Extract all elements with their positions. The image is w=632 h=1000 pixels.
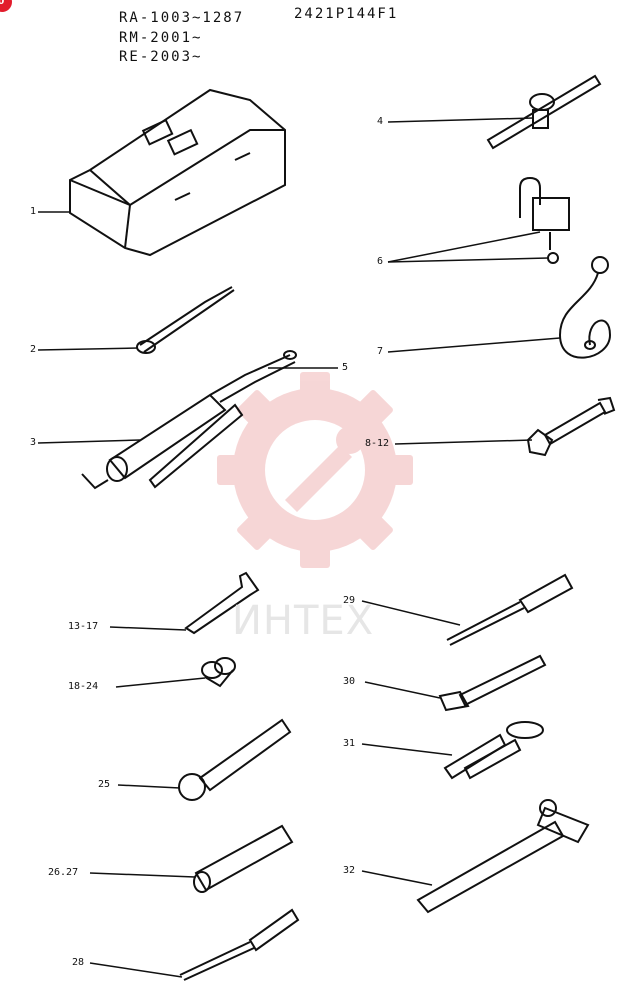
callout-6: 6 (377, 256, 384, 267)
callout-26-27: 26.27 (48, 867, 79, 878)
tool-26-27-extension (193, 824, 294, 893)
tool-4-t-wrench (486, 74, 602, 150)
model-range-2: RM-2001~ (119, 30, 203, 46)
tool-29-screwdriver (446, 573, 574, 646)
callout-1: 1 (30, 206, 37, 217)
callout-4: 4 (377, 116, 384, 127)
tool-8-12-wrench (526, 396, 616, 457)
tool-25-ratchet (178, 718, 292, 801)
tool-13-17-hex-key (184, 571, 260, 635)
toolbox (69, 88, 286, 257)
tool-18-24-socket (201, 657, 236, 688)
diagram-code: 2421P144F1 (294, 6, 399, 22)
callout-8-12: 8-12 (365, 438, 390, 449)
callout-25: 25 (98, 779, 111, 790)
callout-3: 3 (30, 437, 37, 448)
corner-badge: 0 (0, 0, 12, 12)
callout-29: 29 (343, 595, 356, 606)
callout-28: 28 (72, 957, 85, 968)
callout-30: 30 (343, 676, 356, 687)
callout-31: 31 (343, 738, 356, 749)
watermark-text: ИНТЕХ (232, 598, 375, 644)
callout-5: 5 (342, 362, 349, 373)
watermark-logo (217, 372, 413, 568)
callout-18-24: 18-24 (68, 681, 99, 692)
tool-30-pliers (438, 654, 547, 712)
tool-28-screwdriver (179, 908, 300, 981)
model-range-1: RA-1003~1287 (119, 10, 245, 26)
callout-32: 32 (343, 865, 356, 876)
tool-6-padlock (519, 176, 570, 264)
callout-2: 2 (30, 344, 37, 355)
tool-32-hammer (416, 799, 590, 914)
callout-7: 7 (377, 346, 384, 357)
tool-7-cable (558, 256, 612, 359)
callout-13-17: 13-17 (68, 621, 99, 632)
tool-31-slip-pliers (443, 721, 544, 780)
model-range-3: RE-2003~ (119, 49, 203, 65)
tool-2-drift (136, 286, 235, 354)
